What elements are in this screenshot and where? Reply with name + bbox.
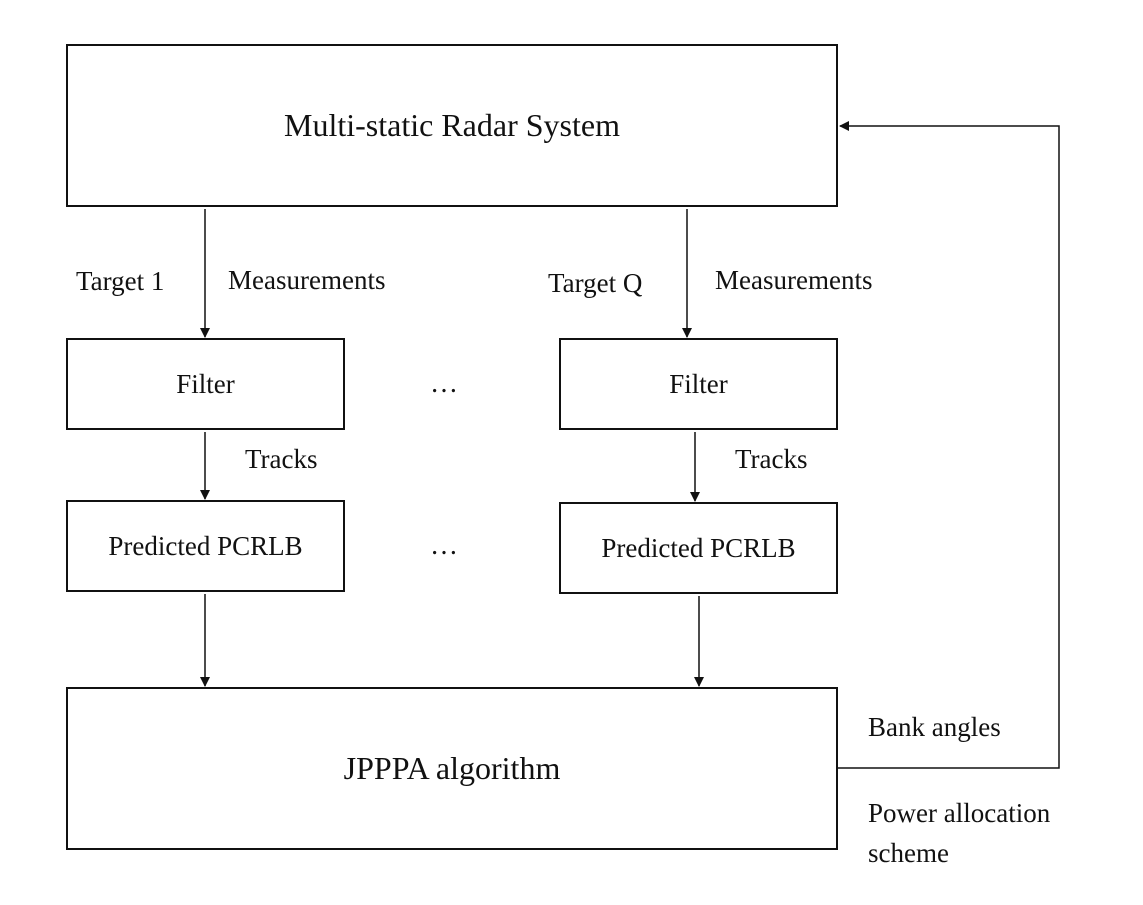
ellipsis-pcrlb-row: …: [430, 530, 460, 561]
radar-system-box: Multi-static Radar System: [66, 44, 838, 207]
jpppa-algorithm-box: JPPPA algorithm: [66, 687, 838, 850]
target-1-label: Target 1: [76, 266, 165, 296]
pcrlb-label-target-q: Predicted PCRLB: [601, 532, 796, 563]
filter-box-target-q: Filter: [559, 338, 838, 430]
filter-label-target-1: Filter: [176, 368, 235, 399]
jpppa-algorithm-label: JPPPA algorithm: [343, 750, 561, 786]
filter-box-target-1: Filter: [66, 338, 345, 430]
target-q-label: Target Q: [548, 268, 643, 298]
ellipsis-filter-row: …: [430, 368, 460, 399]
filter-label-target-q: Filter: [669, 368, 728, 399]
tracks-label-target-1: Tracks: [245, 444, 318, 474]
measurements-label-target-q: Measurements: [715, 265, 873, 295]
pcrlb-box-target-q: Predicted PCRLB: [559, 502, 838, 594]
radar-system-label: Multi-static Radar System: [284, 107, 620, 143]
tracks-label-target-q: Tracks: [735, 444, 808, 474]
power-allocation-label-line1: Power allocation: [868, 798, 1051, 828]
pcrlb-box-target-1: Predicted PCRLB: [66, 500, 345, 592]
arrow-feedback-jpppa-to-radar: [838, 121, 1060, 769]
pcrlb-label-target-1: Predicted PCRLB: [108, 530, 303, 561]
power-allocation-label-line2: scheme: [868, 838, 949, 868]
bank-angles-label: Bank angles: [868, 712, 1001, 742]
measurements-label-target-1: Measurements: [228, 265, 386, 295]
